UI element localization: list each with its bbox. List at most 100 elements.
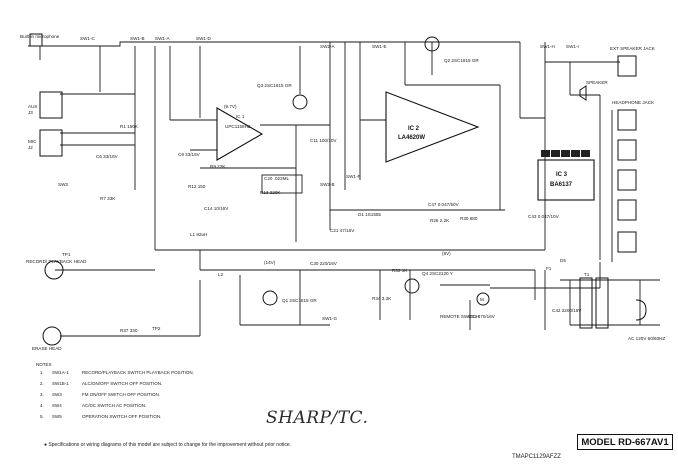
headphone-jack-j5 [617,169,637,191]
label-ic3: IC 3 [556,172,568,178]
note-item: 5. SW5 OPERATION SWITCH OFF POSITION. [40,414,161,419]
note-number: 3. [40,392,44,397]
label-v9: (9.7V) [224,104,237,109]
label-headphone: HEADPHONE JACK [612,100,655,105]
note-number: 2. [40,381,44,386]
ext-speaker-jack-symbol [617,55,637,77]
label-sw1-a: SW1-A [155,36,170,41]
note-switch: SW1A-1 [52,370,69,375]
label-tp1: TP1 [62,252,71,257]
label-r33: R33 1K [392,268,408,273]
label-t1: T1 [584,272,590,277]
label-sw2-b: SW2-B [320,182,335,187]
label-c11: C11 100/10V [310,138,337,143]
handwritten-signature: SHARP/TC. [266,408,369,428]
ic2-amplifier-symbol [385,91,480,163]
note-number: 1. [40,370,44,375]
headphone-jack-j4 [617,139,637,161]
ic3-box [537,159,595,201]
label-sw1-d: SW1-D [196,36,211,41]
label-mic-j2: J2 [28,145,33,150]
transformer-secondary [595,277,609,329]
note-text: AC/DC SWITCH AC POSITION. [82,403,147,408]
rec-playback-head-symbol [44,260,64,280]
ic1-amplifier-symbol [216,107,264,161]
label-d1: D1 1S1555 [358,212,381,217]
label-c43: C43 0.047/10V [528,214,560,219]
note-number: 4. [40,403,44,408]
label-ext-speaker: EXT SPEAKER JACK [610,46,656,51]
headphone-jack-j1 [617,109,637,131]
label-c21: C21 47/16V [330,228,355,233]
label-r13: R13 220K [260,190,281,195]
label-r34: R34 3.3K [372,296,392,301]
label-sw1-f: SW1-F [346,174,360,179]
label-q4: Q4 2SC2120 Y [422,271,453,276]
label-aux-j3: J3 [28,110,33,115]
label-q3: Q3 2SC1815 GR [257,83,292,88]
footer-note: ● Specifications or wiring diagrams of t… [44,442,292,448]
label-sw1-g: SW1-G [322,316,337,321]
label-sw1-e: SW1-E [372,44,387,49]
note-item: 1. SW1A-1 RECORD/PLAYBACK SWITCH PLAYBACK … [40,370,194,375]
label-r37: R37 330 [120,328,138,333]
label-v14: (14V) [264,260,276,265]
q2-transistor [424,36,440,52]
q3-transistor [292,94,308,110]
label-ic3-part: BA6137 [550,182,573,188]
speaker-symbol [579,85,587,101]
label-sw2-a: SW2-A [320,44,335,49]
label-sw1-b: SW1-B [130,36,145,41]
top-rail-wire [28,41,520,47]
transformer-primary [579,277,593,329]
ac-plug-symbol [635,299,647,321]
label-v8: (8V) [442,251,451,256]
label-sw3: SW3 [58,182,68,187]
label-r1: R1 150K [120,124,139,129]
note-switch: SW1B-1 [52,381,69,386]
label-speaker: SPEAKER [586,80,608,85]
q4-transistor [404,278,420,294]
label-c42: C42 2200/16V [552,308,582,313]
note-switch: SW5 [52,414,62,419]
motor-symbol [476,292,490,306]
label-mic: MIC [28,139,37,144]
label-f1: F1 [546,266,552,271]
label-rec-head: RECORD/ PLAYBACK HEAD [26,259,87,264]
label-r12: R12 150 [188,184,206,189]
label-c20: C20 .022ML [264,176,289,181]
headphone-jack-j7 [617,231,637,253]
label-ic2: IC 2 [408,126,420,132]
note-item: 2. SW1B-1 ALC/ON/OFF SWITCH OFF POSITION. [40,381,162,386]
model-label: MODEL RD-667AV1 [581,436,669,448]
headphone-jack-j6 [617,199,637,221]
mic-jack-symbol [39,129,63,157]
note-number: 5. [40,414,44,419]
label-q2: Q2 2SC1815 GR [444,58,479,63]
feedback-network-box [261,174,303,194]
note-text: RECORD/PLAYBACK SWITCH PLAYBACK POSITION… [82,370,194,375]
label-c31: C31 470/16V [468,314,496,319]
label-sw1-c: SW1-C [80,36,95,41]
label-motor: M [480,297,484,302]
label-ic2-part: LA4620W [398,135,425,141]
microphone-symbol [29,33,43,47]
label-c30: C30 220/16V [310,261,338,266]
label-erase-head: ERASE HEAD [32,346,62,351]
note-text: ALC/ON/OFF SWITCH OFF POSITION. [82,381,163,386]
note-switch: SW3 [52,392,62,397]
label-ac-input: AC 120V 60/60HZ [628,336,665,341]
label-remote: REMOTE SWITCH [440,314,479,319]
label-c9: C9 33/16V [178,152,201,157]
label-c6: C6 33/16V [96,154,119,159]
document-code: TMAPC1129AFZZ [512,454,561,460]
aux-jack-symbol [39,91,63,119]
label-sw1-h: SW1-H [540,44,555,49]
note-text: OPERATION SWITCH OFF POSITION. [82,414,162,419]
erase-head-symbol [42,326,62,346]
label-r30: R30 680 [460,216,478,221]
label-ic1-part: UPC1158H2 [225,124,251,129]
